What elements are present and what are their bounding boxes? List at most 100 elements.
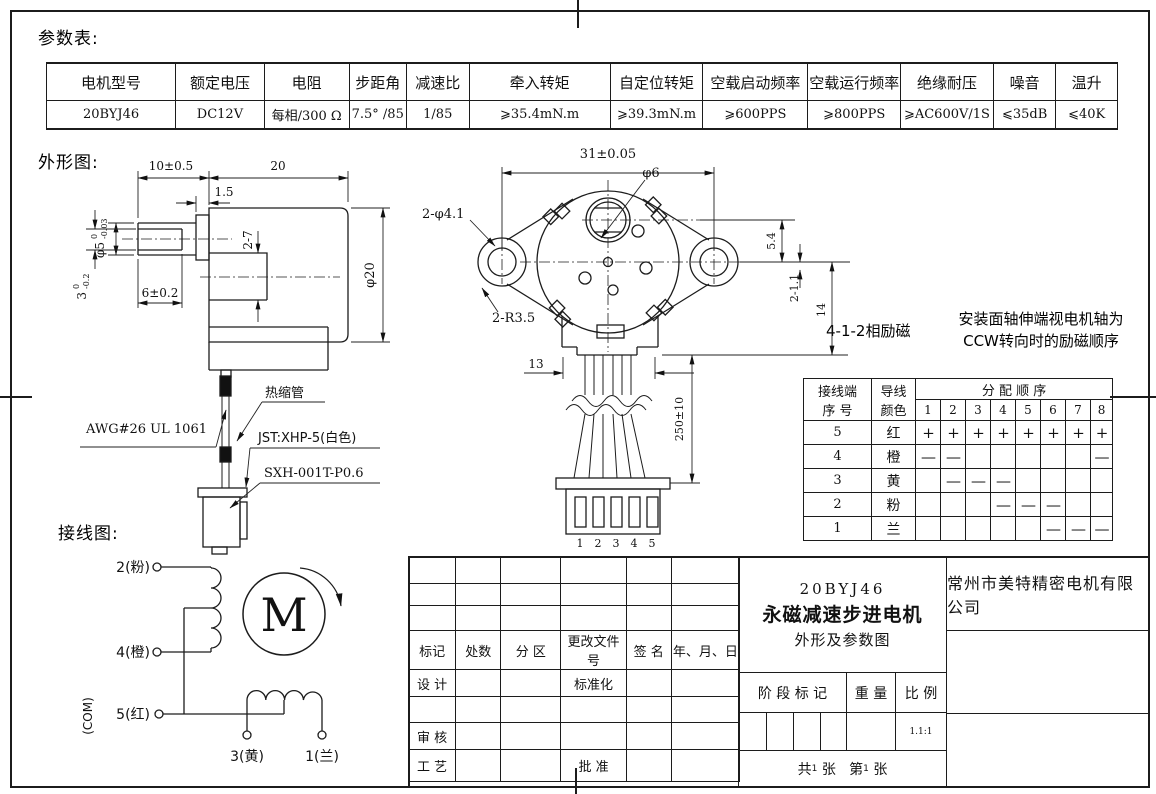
mark: —	[1089, 516, 1114, 541]
dim-mounting-holes: 2-φ4.1	[422, 207, 464, 222]
wire-color: 黄	[871, 468, 916, 493]
product-name: 永磁减速步进电机	[762, 603, 923, 626]
rev-header: 分 区	[500, 630, 562, 670]
mark: —	[940, 444, 966, 469]
col-header: 牵入转矩	[468, 62, 611, 101]
mark	[1015, 516, 1041, 541]
stage-mark-header: 阶 段 标 记	[738, 672, 847, 713]
stage-cell	[738, 712, 767, 751]
dim-shaft-tol-hi: 0	[90, 234, 99, 239]
side-view	[122, 207, 349, 555]
mark	[965, 516, 991, 541]
wire-spec-label: AWG#26 UL 1061	[85, 422, 207, 437]
rev-header: 标记	[407, 630, 457, 670]
wire-color: 红	[871, 420, 916, 445]
wiring-texts: 2(粉) 4(橙) 5(红) (COM) 3(黄) 1(兰) M	[81, 560, 339, 765]
parameter-value-row: 20BYJ46 DC12V 每相/300 Ω 7.5° /85 1/85 ⩾35…	[45, 100, 1118, 130]
scale-header: 比 例	[895, 672, 947, 713]
center-tick-left	[0, 396, 32, 398]
wire-color: 兰	[871, 516, 916, 541]
pin-number: 3	[613, 537, 620, 550]
dim-mounting-width: 31±0.05	[580, 147, 636, 162]
dim-shaft-length: 10±0.5	[149, 159, 193, 173]
mark	[990, 516, 1016, 541]
param-value: 1/85	[405, 100, 470, 130]
param-value: ⩾600PPS	[702, 100, 809, 130]
dim-height: 14	[815, 303, 828, 317]
heat-shrink-label: 热缩管	[265, 385, 304, 401]
front-view	[477, 180, 762, 535]
col-header: 空载运行频率	[807, 62, 902, 101]
terminal-1-label: 1(兰)	[305, 749, 339, 765]
wire-header-line1: 导线	[880, 384, 907, 400]
terminal-header-line2: 序 号	[822, 403, 853, 419]
terminal-no: 1	[803, 516, 872, 541]
sheet-page-label: 第	[849, 762, 864, 778]
dim-front-shaft: φ6	[642, 166, 659, 181]
col-header: 绝缘耐压	[900, 62, 994, 101]
cable-label-leaders	[80, 401, 380, 509]
rev-header: 签 名	[625, 630, 672, 670]
param-value: ⩾800PPS	[807, 100, 902, 130]
col-header: 额定电压	[175, 62, 265, 101]
dim-flat: 3	[75, 292, 89, 300]
sheet-page: 1	[863, 764, 869, 774]
terminal-header-line1: 接线端	[817, 384, 857, 400]
pin-number: 4	[631, 537, 638, 550]
mark	[915, 516, 941, 541]
doc-type: 外形及参数图	[794, 630, 891, 649]
dim-cable-width: 13	[528, 357, 543, 371]
rev-header: 处数	[455, 630, 502, 670]
dim-holes: 2-7	[241, 230, 255, 249]
mark	[1015, 444, 1041, 469]
model-number: 20BYJ46	[799, 579, 886, 598]
side-view-dimensions	[86, 171, 390, 343]
motor-symbol: M	[260, 588, 307, 642]
parameter-header-row: 电机型号 额定电压 电阻 步距角 减速比 牵入转矩 自定位转矩 空载启动频率 空…	[45, 62, 1118, 101]
wiring-diagram	[152, 562, 343, 740]
terminal-4-label: 4(橙)	[116, 645, 150, 661]
dim-flat-tol-hi: 0	[72, 284, 81, 289]
param-value: 20BYJ46	[45, 100, 177, 130]
dim-body-length: 20	[270, 159, 285, 173]
title-block: 标记 处数 分 区 更改文件号 签 名 年、月、日 设 计 标准化 审 核 工 …	[407, 556, 1150, 788]
dim-shaft-offset: 5.4	[765, 232, 778, 250]
terminal-2-label: 2(粉)	[116, 560, 150, 576]
dim-cable-length: 250±10	[673, 397, 686, 441]
front-view-dimensions	[469, 167, 850, 484]
param-value: ⩾39.3mN.m	[609, 100, 704, 130]
dim-shaft-dia: φ5	[93, 242, 107, 258]
drawing-title-box: 20BYJ46 永磁减速步进电机 外形及参数图	[738, 556, 947, 673]
terminal-spec-label: SXH-001T-P0.6	[264, 466, 364, 481]
pin-number: 2	[595, 537, 602, 550]
param-value: ⩾35.4mN.m	[468, 100, 611, 130]
param-value: ⩽40K	[1055, 100, 1118, 130]
excitation-row: 4 橙 — — —	[803, 444, 1114, 469]
terminal-no: 4	[803, 444, 872, 469]
sheet-unit: 张	[873, 762, 888, 778]
mark: —	[1089, 444, 1114, 469]
stage-cell	[820, 712, 847, 751]
col-header: 电机型号	[45, 62, 177, 101]
terminal-5-label: 5(红)	[116, 707, 150, 723]
mark: —	[1065, 516, 1091, 541]
drawing-number-cell	[946, 630, 1150, 714]
mark: +	[1089, 420, 1114, 445]
col-header: 步距角	[348, 62, 407, 101]
stage-cell	[766, 712, 794, 751]
excitation-row: 2 粉 — — —	[803, 492, 1114, 517]
center-tick-top	[577, 0, 579, 28]
excitation-note-line1: 安装面轴伸端视电机轴为	[958, 310, 1124, 328]
connector-spec-label: JST:XHP-5(白色)	[257, 430, 356, 446]
revision-header-row: 标记 处数 分 区 更改文件号 签 名 年、月、日	[407, 630, 741, 670]
rev-header: 更改文件号	[560, 630, 627, 670]
com-label: (COM)	[81, 697, 95, 735]
excitation-mode-label: 4-1-2相励磁	[826, 322, 911, 340]
excitation-row: 1 兰 — — —	[803, 516, 1114, 541]
mark: +	[965, 420, 991, 445]
sheet-total: 1	[811, 764, 818, 774]
param-value: ⩾AC600V/1S	[900, 100, 994, 130]
company-name: 常州市美特精密电机有限公司	[946, 556, 1150, 631]
dim-flat-tol-lo: -0.2	[82, 274, 91, 289]
